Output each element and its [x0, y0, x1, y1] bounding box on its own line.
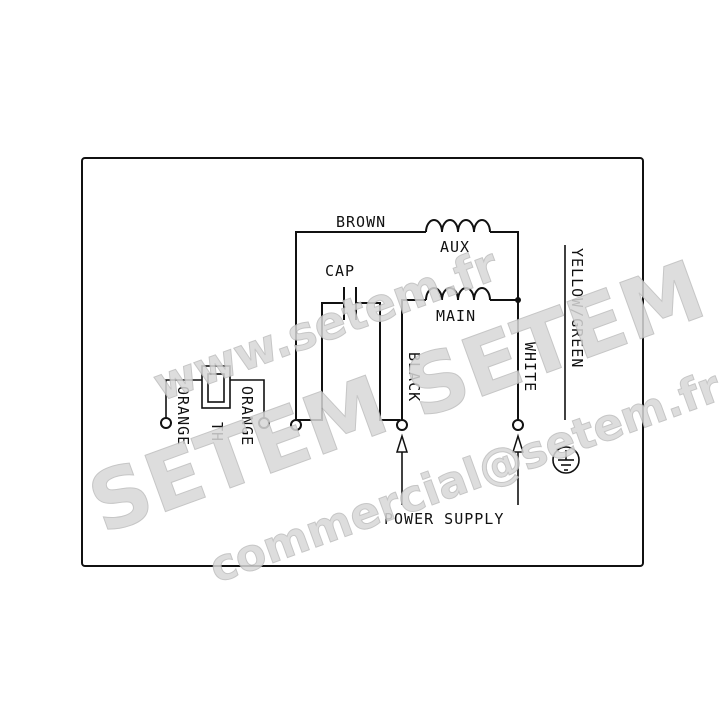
main-circuit: [401, 287, 521, 420]
terminal-brown: [290, 419, 302, 431]
label-orange-right: ORANGE: [238, 386, 256, 446]
terminal-orange-right: [258, 417, 270, 429]
thermal-switch-icon: [201, 365, 231, 409]
label-th: TH: [208, 422, 226, 442]
main-coil-icon: [425, 287, 491, 301]
power-supply-arrows: [395, 433, 525, 505]
diagram-frame: [81, 157, 644, 567]
label-black: BLACK: [405, 352, 423, 402]
arrow-up-icon: [511, 433, 525, 453]
thermal-protector: [165, 365, 265, 418]
ground-symbol-icon: [552, 245, 580, 474]
aux-coil-icon: [425, 219, 491, 233]
label-main: MAIN: [436, 307, 476, 325]
aux-circuit: [295, 219, 519, 420]
label-brown: BROWN: [336, 213, 386, 231]
terminal-orange-left: [160, 417, 172, 429]
label-yellow-green: YELLOW/GREEN: [568, 248, 586, 368]
watermark: www.setem.fr SETEM SETEM commercial@sete…: [77, 237, 726, 595]
label-power-supply: POWER SUPPLY: [384, 510, 504, 528]
label-aux: AUX: [440, 238, 470, 256]
label-white: WHITE: [521, 342, 539, 392]
label-cap: CAP: [325, 262, 355, 280]
label-orange-left: ORANGE: [174, 386, 192, 446]
terminal-black: [396, 419, 408, 431]
arrow-up-icon: [395, 433, 409, 453]
capacitor-circuit: [296, 287, 400, 421]
junction-dot: [515, 297, 521, 303]
terminal-white: [512, 419, 524, 431]
